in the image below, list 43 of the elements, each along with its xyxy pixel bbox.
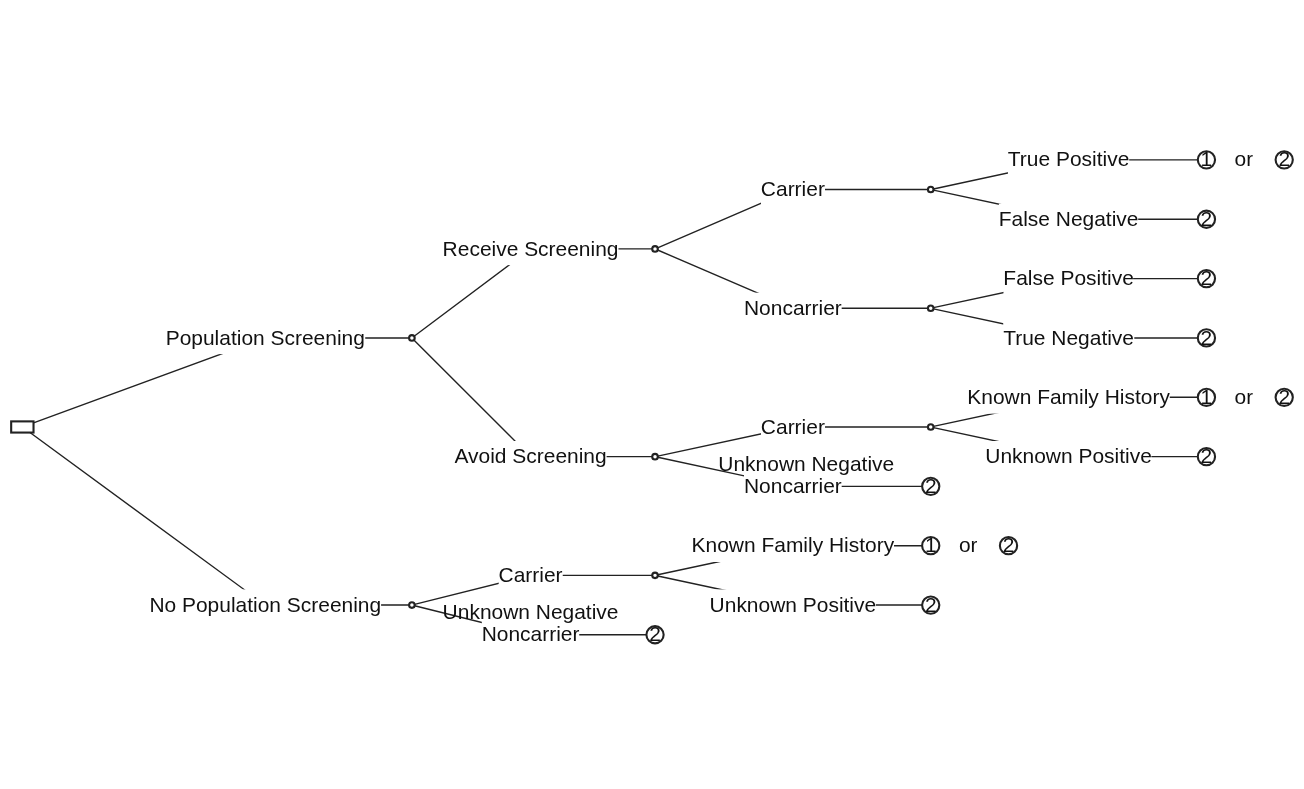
node-circle <box>651 452 659 461</box>
node-label: or <box>1234 384 1254 409</box>
node-label: or <box>1234 146 1254 171</box>
node-circle <box>408 601 416 609</box>
node-circle: 1 <box>1196 150 1217 170</box>
node-circle: 2 <box>1196 446 1217 467</box>
node-circle: 2 <box>645 625 665 645</box>
edge-label: Known Family History <box>967 384 1170 409</box>
node-circle: 2 <box>1196 328 1217 348</box>
node-circle: 1 <box>1196 387 1217 407</box>
node-label: Unknown Negative <box>442 599 619 624</box>
node-circle: 2 <box>1274 387 1294 407</box>
edge-label: Carrier <box>760 414 825 438</box>
node-circle <box>926 423 935 431</box>
node-circle: 2 <box>998 536 1019 556</box>
node-circle: 2 <box>1196 268 1217 289</box>
edge-label: No Population Screening <box>149 592 382 616</box>
edge-label: Unknown Positive <box>709 592 877 616</box>
node-circle <box>926 304 935 313</box>
edge-label: Noncarrier <box>743 295 842 320</box>
edge-label: Known Family History <box>691 532 895 557</box>
edge-label: Receive Screening <box>442 235 619 260</box>
node-circle <box>651 245 659 253</box>
node-circle <box>408 334 416 342</box>
node-circle: 2 <box>921 476 941 496</box>
edge-label: Population Screening <box>165 325 365 349</box>
node-circle: 2 <box>921 595 941 615</box>
edge-label: False Positive <box>1003 265 1134 290</box>
node-label: or <box>958 532 978 557</box>
edge-label: True Positive <box>1007 146 1130 171</box>
node-label: Unknown Negative <box>718 451 895 475</box>
edge-label: True Negative <box>1003 325 1134 349</box>
edge-label: Carrier <box>760 176 825 201</box>
node-circle: 1 <box>921 536 941 556</box>
edge-label: Carrier <box>498 562 563 587</box>
node-circle: 2 <box>1274 150 1294 170</box>
node-circle <box>651 571 659 580</box>
edge-label: False Negative <box>998 206 1139 231</box>
edge-label: Avoid Screening <box>454 443 607 468</box>
node-circle <box>926 185 935 194</box>
node-circle: 2 <box>1196 209 1217 229</box>
node-box <box>10 420 35 434</box>
edge-label: Unknown Positive <box>985 443 1152 468</box>
